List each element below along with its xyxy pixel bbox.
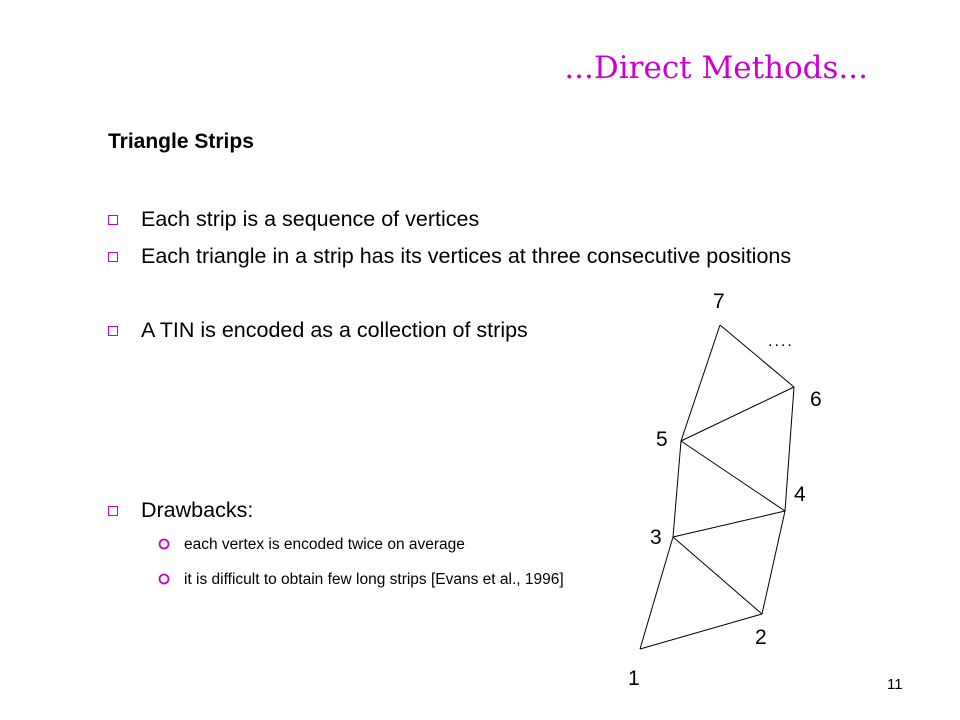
vertex-label-1: 1	[628, 667, 640, 690]
edge	[680, 324, 721, 442]
bullet-text: Drawbacks:	[141, 498, 254, 522]
vertex-label-5: 5	[656, 428, 668, 451]
bullet-text: Each triangle in a strip has its vertice…	[141, 244, 792, 268]
square-bullet-icon	[108, 252, 118, 262]
sub-bullet-item: each vertex is encoded twice on average	[158, 535, 465, 554]
edge	[639, 536, 674, 650]
strip-edges	[639, 324, 795, 650]
edge	[719, 324, 795, 388]
square-bullet-icon	[108, 215, 118, 225]
bullet-item: A TIN is encoded as a collection of stri…	[108, 317, 528, 343]
bullet-text: Each strip is a sequence of vertices	[141, 207, 480, 231]
vertex-label-4: 4	[794, 483, 806, 506]
continuation-dots: ....	[768, 333, 794, 350]
section-heading: Triangle Strips	[108, 130, 254, 153]
edge	[680, 386, 795, 442]
vertex-label-6: 6	[810, 388, 822, 411]
slide-title: ...Direct Methods...	[564, 50, 868, 86]
bullet-item-drawbacks: Drawbacks:	[108, 497, 253, 523]
edge	[784, 386, 795, 512]
sub-bullet-item: it is difficult to obtain few long strip…	[158, 570, 594, 589]
circle-bullet-icon	[158, 538, 170, 550]
sub-bullet-text: each vertex is encoded twice on average	[184, 536, 465, 553]
edge	[761, 510, 786, 615]
square-bullet-icon	[108, 506, 118, 516]
bullet-text: A TIN is encoded as a collection of stri…	[141, 318, 528, 342]
vertex-label-2: 2	[755, 626, 767, 649]
edge	[680, 440, 786, 512]
bullet-item: Each strip is a sequence of vertices	[108, 206, 479, 232]
circle-bullet-icon	[158, 573, 170, 585]
edge	[672, 440, 682, 538]
vertex-label-3: 3	[650, 526, 662, 549]
bullet-item: Each triangle in a strip has its vertice…	[108, 243, 841, 269]
vertex-label-7: 7	[713, 290, 725, 313]
edge	[672, 536, 763, 615]
edge	[639, 613, 763, 650]
square-bullet-icon	[108, 326, 118, 336]
sub-bullet-text: it is difficult to obtain few long strip…	[184, 571, 564, 588]
edge	[672, 510, 786, 538]
page-number: 11	[887, 676, 903, 693]
